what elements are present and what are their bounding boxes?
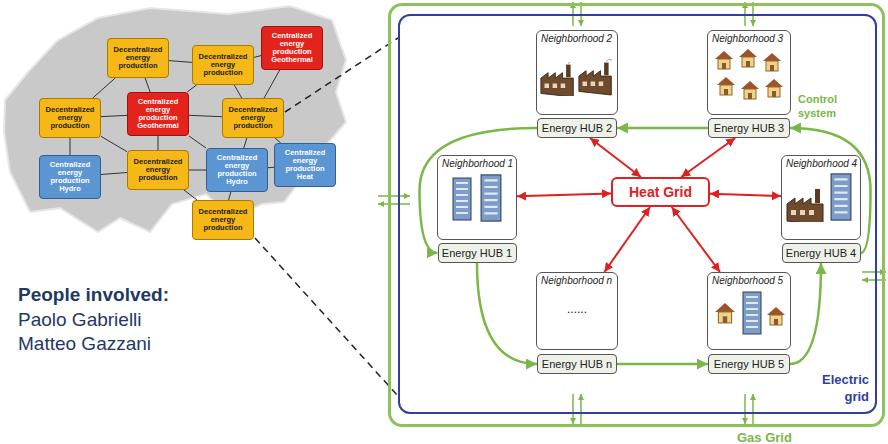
heat-exchange-arrow xyxy=(681,138,735,177)
map-link xyxy=(264,70,280,98)
node-label: Electric grid xyxy=(809,371,869,406)
node-label: Heat Grid xyxy=(629,184,692,200)
neighborhood-box: Neighborhood 4 xyxy=(781,155,861,240)
control-arrow xyxy=(790,128,871,253)
map-link xyxy=(254,56,261,58)
control-label: Control system xyxy=(798,93,862,121)
control-arrow xyxy=(420,128,538,253)
map-link xyxy=(169,61,192,63)
control-arrow xyxy=(617,363,708,366)
heat-exchange-arrow xyxy=(517,194,611,197)
geothermal-box: Centralized energy production Geothermal xyxy=(261,26,323,70)
map-link xyxy=(187,85,196,92)
heat-exchange-arrow xyxy=(710,194,781,196)
node-label: Decentralized energy production xyxy=(130,158,186,183)
heat-exchange-arrow xyxy=(672,207,720,272)
node-label: Energy HUB 2 xyxy=(542,122,612,134)
centralized-box: Centralized energy production Heat xyxy=(274,143,336,187)
map-link xyxy=(145,78,150,92)
map-link xyxy=(101,173,127,175)
map-link xyxy=(70,138,71,155)
decentralized-box: Decentralized energy production xyxy=(107,38,169,78)
node-label: Decentralized energy production xyxy=(225,106,281,131)
energy-hub-box: Energy HUB 1 xyxy=(438,243,517,263)
node-label: Neighborhood 4 xyxy=(786,158,856,169)
map-link xyxy=(158,136,159,150)
node-label: Centralized energy production Geothermal xyxy=(130,98,186,131)
node-label: Decentralized energy production xyxy=(195,53,251,78)
node-label: Neighborhood 3 xyxy=(712,33,786,44)
node-label: Energy HUB 5 xyxy=(714,358,784,370)
node-label: Centralized energy production Heat xyxy=(277,149,333,182)
person-name: Matteo Gazzani xyxy=(18,333,151,355)
energy-hub-box: Energy HUB 5 xyxy=(708,354,790,374)
energy-hub-box: Energy HUB 4 xyxy=(782,243,861,263)
neighborhood-box: Neighborhood 2 xyxy=(536,30,618,115)
node-label: Decentralized energy production xyxy=(195,208,251,233)
node-label: Neighborhood 1 xyxy=(442,158,512,169)
centralized-box: Centralized energy production Hydro xyxy=(206,148,268,192)
gas-grid-frame: Gas GridElectric gridNeighborhood 2Energ… xyxy=(388,3,885,427)
node-label: Energy HUB 4 xyxy=(786,247,856,259)
node-label: Gas Grid xyxy=(737,430,792,444)
electric-grid-frame: Electric grid Neighborhood 2 Energy HUB 2 N… xyxy=(398,14,877,414)
neighborhood-box: Neighborhood 5 xyxy=(707,272,791,350)
node-label: Neighborhood 2 xyxy=(541,33,613,44)
decentralized-box: Decentralized energy production xyxy=(127,150,189,190)
node-label: Centralized energy production Hydro xyxy=(209,154,265,187)
geothermal-box: Centralized energy production Geothermal xyxy=(127,92,189,136)
heat-exchange-arrow xyxy=(590,138,641,177)
map-link xyxy=(229,192,231,200)
control-arrow xyxy=(790,263,821,364)
control-arrow xyxy=(617,127,708,130)
node-label: Energy HUB 3 xyxy=(714,122,784,134)
neighborhood-box: Neighborhood 3 xyxy=(707,30,791,115)
map-link xyxy=(244,138,247,148)
neighborhood-box: Neighborhood 1 xyxy=(437,155,517,240)
heat-grid-box: Heat Grid xyxy=(611,177,710,207)
people-heading: People involved: xyxy=(18,284,169,306)
node-label: Decentralized energy production xyxy=(42,106,98,131)
control-arrow xyxy=(477,263,537,364)
map-link xyxy=(189,170,206,171)
building-icons xyxy=(453,49,851,334)
energy-hub-box: Energy HUB 2 xyxy=(537,118,617,138)
node-label: Centralized energy production Geothermal xyxy=(264,32,320,65)
node-label: Neighborhood 5 xyxy=(712,275,786,286)
node-label: Energy HUB 1 xyxy=(442,247,512,259)
heat-exchange-arrow xyxy=(604,207,650,272)
decentralized-box: Decentralized energy production xyxy=(192,45,254,85)
map-outline xyxy=(4,6,346,232)
energy-hub-box: Energy HUB 3 xyxy=(708,118,790,138)
decentralized-box: Decentralized energy production xyxy=(39,98,101,138)
map-link xyxy=(189,115,222,116)
node-label: Centralized energy production Hydro xyxy=(42,161,98,194)
node-body: ...... xyxy=(541,302,613,316)
map-link xyxy=(93,78,116,98)
neighborhood-box: Neighborhood n...... xyxy=(536,272,618,350)
node-label: Neighborhood n xyxy=(541,275,613,286)
centralized-box: Centralized energy production Hydro xyxy=(39,155,101,199)
map-link xyxy=(184,190,197,200)
node-label: Energy HUB n xyxy=(542,358,612,370)
energy-hub-box: Energy HUB n xyxy=(537,354,617,374)
decentralized-box: Decentralized energy production xyxy=(222,98,284,138)
person-name: Paolo Gabrielli xyxy=(18,309,142,331)
map-link xyxy=(189,136,206,148)
map-link xyxy=(101,136,127,151)
map-link xyxy=(234,85,241,98)
grid-exchange-arrows xyxy=(378,2,886,424)
decentralized-box: Decentralized energy production xyxy=(192,200,254,240)
map-link xyxy=(101,115,127,116)
leader-line xyxy=(255,38,398,396)
node-label: Decentralized energy production xyxy=(110,46,166,71)
